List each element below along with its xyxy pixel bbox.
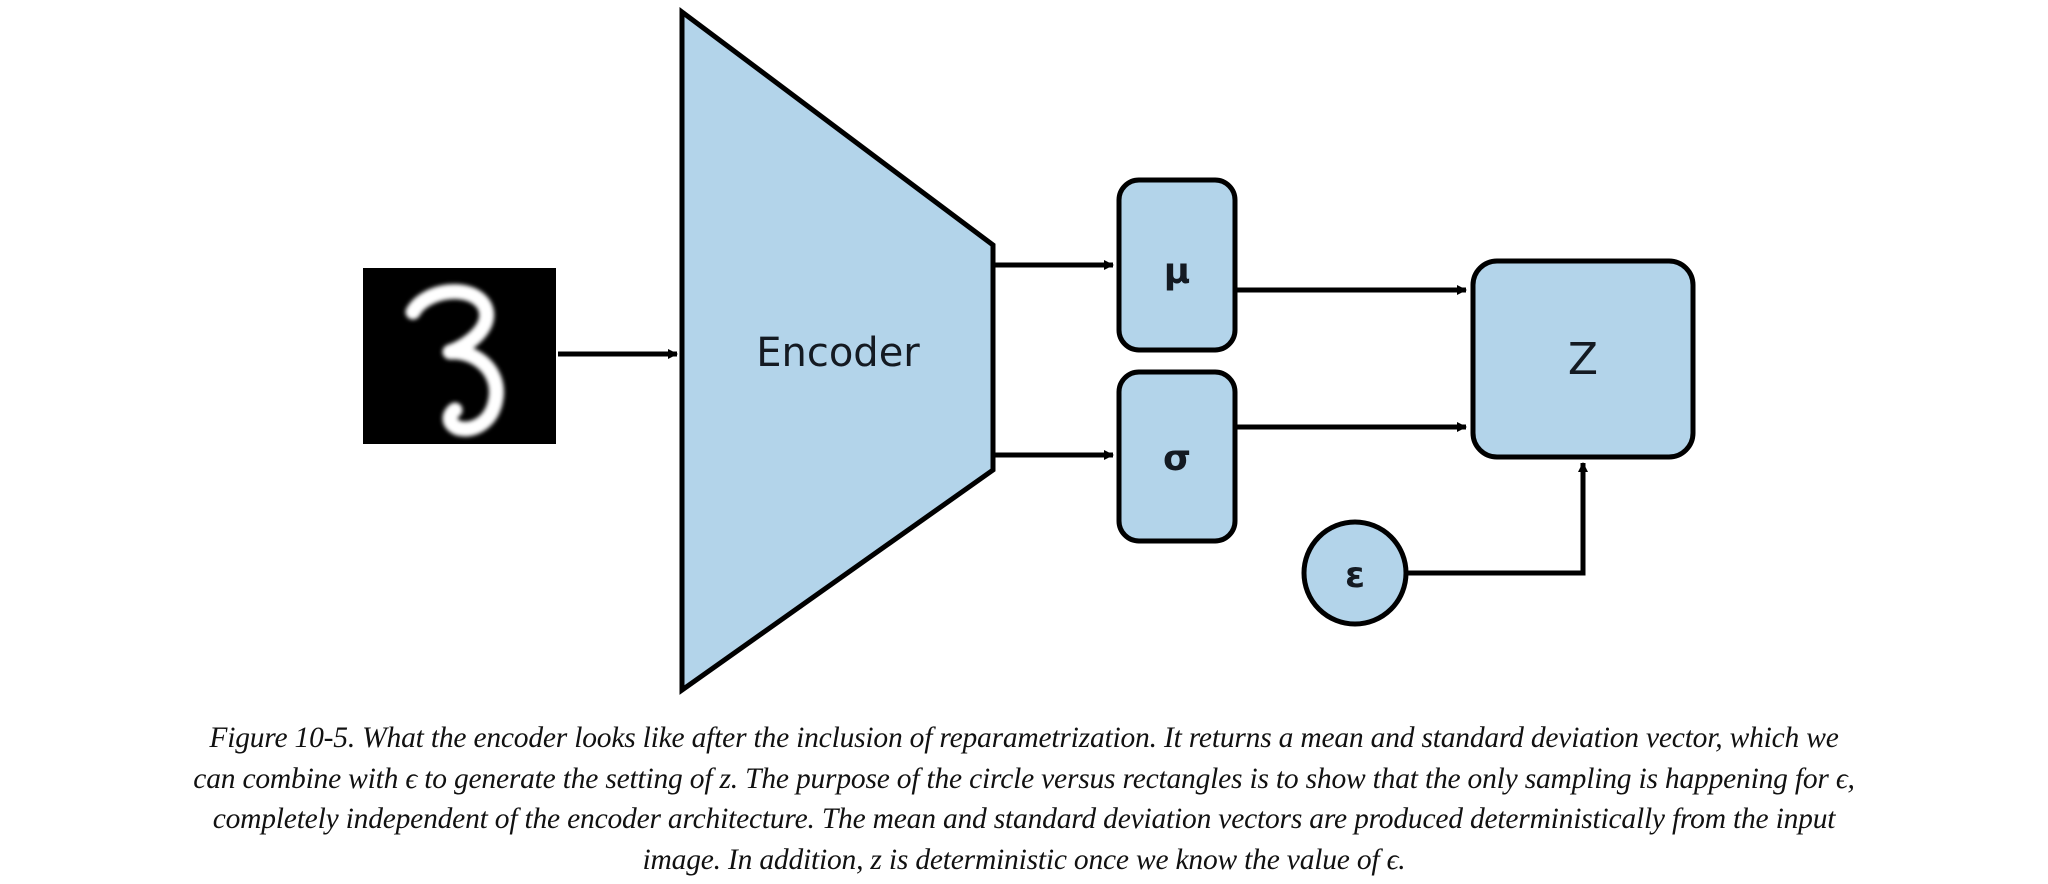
mu-box (1116, 177, 1238, 353)
caption-line: completely independent of the encoder ar… (212, 803, 1836, 835)
sigma-box (1116, 369, 1238, 544)
encoder-label: Encoder (756, 330, 920, 376)
caption-line: Figure 10-5. What the encoder looks like… (209, 722, 1839, 754)
encoder-shape (679, 7, 996, 695)
z-node: Z (1470, 258, 1696, 460)
input-image (363, 268, 556, 444)
epsilon-node: ε (1301, 519, 1409, 627)
mu-node: μ (1116, 177, 1238, 353)
caption-line: image. In addition, z is deterministic o… (642, 843, 1406, 876)
epsilon-circle (1301, 519, 1409, 627)
caption-line: can combine with ϵ to generate the setti… (193, 762, 1855, 795)
encoder-node: Encoder (679, 7, 996, 695)
edge-epsilon-to-z (1407, 462, 1588, 576)
z-label: Z (1568, 334, 1598, 385)
epsilon-label: ε (1345, 555, 1365, 596)
sigma-label: σ (1163, 438, 1191, 479)
z-box (1470, 258, 1696, 460)
vae-encoder-diagram: Encoder μ σ Z ε (363, 7, 1696, 695)
digit-three-stroke (405, 284, 504, 437)
sigma-node: σ (1116, 369, 1238, 544)
mu-label: μ (1164, 251, 1191, 292)
figure-caption: Figure 10-5. What the encoder looks like… (30, 718, 2018, 880)
